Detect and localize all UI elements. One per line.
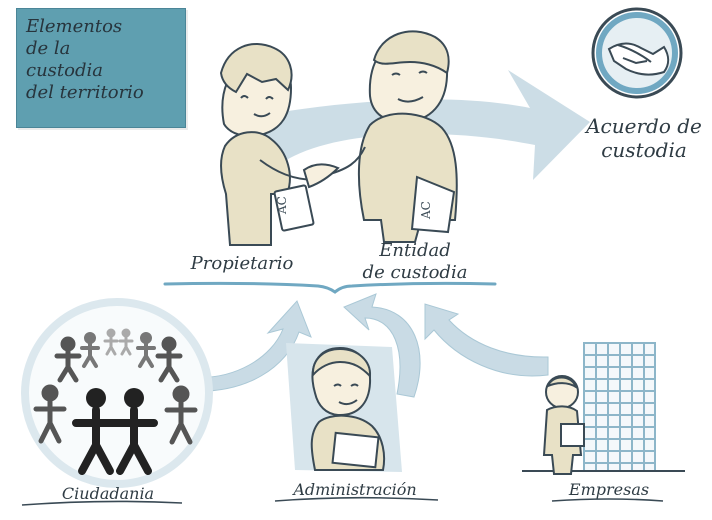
custody-entity-figure bbox=[302, 30, 458, 243]
owner-label: Propietario bbox=[190, 253, 294, 274]
citizens-group bbox=[21, 298, 213, 488]
entity-document-label: AC bbox=[419, 201, 433, 220]
custody-entity-label: Entidad de custodia bbox=[362, 240, 468, 283]
administration-arrow bbox=[343, 293, 421, 398]
title-panel bbox=[16, 8, 186, 128]
business-label: Empresas bbox=[568, 480, 650, 499]
agreement-handshake-icon bbox=[591, 7, 683, 99]
citizens-underline bbox=[21, 500, 183, 506]
administration-figure bbox=[286, 343, 402, 472]
business-arrow bbox=[424, 303, 549, 377]
owner-document-label: AC bbox=[275, 196, 289, 215]
administration-label: Administración bbox=[293, 480, 417, 499]
business-figure bbox=[522, 342, 685, 475]
agreement-label: Acuerdo de custodia bbox=[586, 114, 702, 162]
main-parties-brace bbox=[163, 281, 497, 294]
citizens-label: Ciudadania bbox=[61, 484, 155, 503]
owner-figure bbox=[219, 43, 317, 246]
administration-underline bbox=[274, 496, 439, 502]
citizens-arrow bbox=[189, 300, 312, 392]
diagram-title: Elementos de la custodia del territorio bbox=[26, 16, 144, 103]
business-underline bbox=[551, 498, 664, 502]
